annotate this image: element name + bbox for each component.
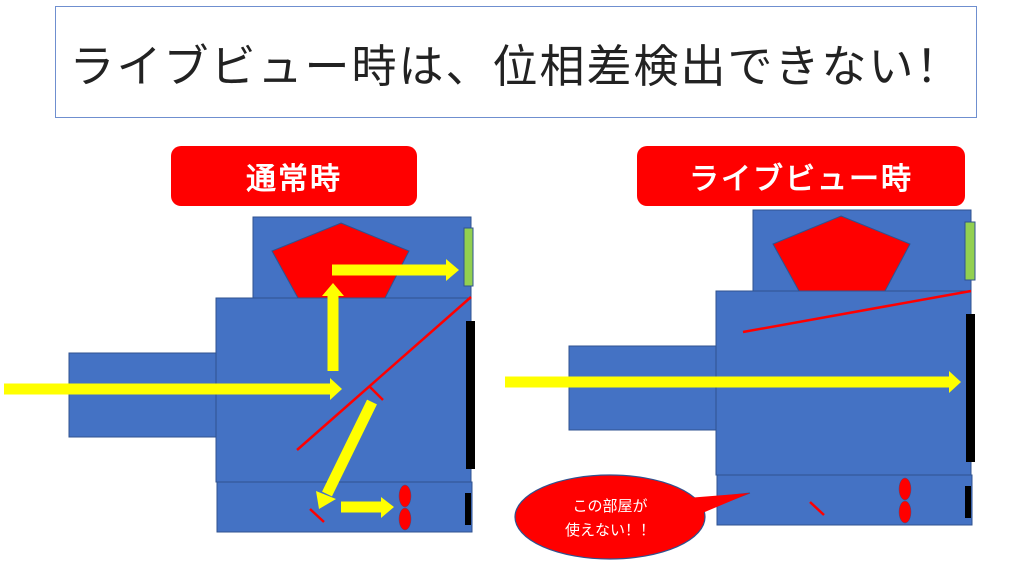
light-path-down [322, 399, 377, 497]
sub-mirror [369, 386, 384, 401]
arrow-head-icon [381, 497, 394, 518]
af-lens-bottom [898, 500, 912, 524]
camera-liveview [505, 209, 976, 560]
arrow-head-icon [316, 491, 336, 509]
af-mirror [309, 508, 325, 523]
main-mirror [296, 296, 472, 451]
callout-line-2: 使えない！！ [564, 521, 655, 539]
label-liveview-mode-text: ライブビュー時 [689, 162, 913, 197]
af-lens-bottom [398, 507, 412, 531]
label-normal-mode: 通常時 [171, 146, 417, 206]
main-mirror-raised [742, 289, 972, 334]
af-sensor [965, 486, 971, 518]
arrow-head-icon [330, 378, 342, 400]
label-normal-mode-text: 通常時 [246, 162, 342, 197]
slide-title: ライブビュー時は、位相差検出できない！ [69, 39, 963, 93]
image-sensor [966, 314, 975, 462]
arrow-head-icon [949, 371, 961, 393]
af-mirror [809, 501, 825, 516]
af-lens-top [898, 477, 912, 501]
camera-normal [4, 216, 475, 533]
lens-barrel [68, 352, 219, 438]
arrow-head-icon [446, 259, 459, 281]
lens-barrel [568, 345, 719, 431]
image-sensor [466, 321, 475, 469]
af-chamber [716, 474, 973, 526]
title-box: ライブビュー時は、位相差検出できない！ [55, 6, 977, 118]
af-sensor [465, 493, 471, 525]
viewfinder [463, 227, 474, 287]
arrow-head-icon [322, 283, 344, 296]
callout-text: この部屋が 使えない！！ [540, 494, 680, 542]
label-liveview-mode: ライブビュー時 [637, 146, 965, 206]
callout-bubble [514, 474, 751, 560]
viewfinder [964, 221, 976, 281]
af-lens-top [398, 484, 412, 508]
callout-line-1: この部屋が [572, 497, 648, 515]
